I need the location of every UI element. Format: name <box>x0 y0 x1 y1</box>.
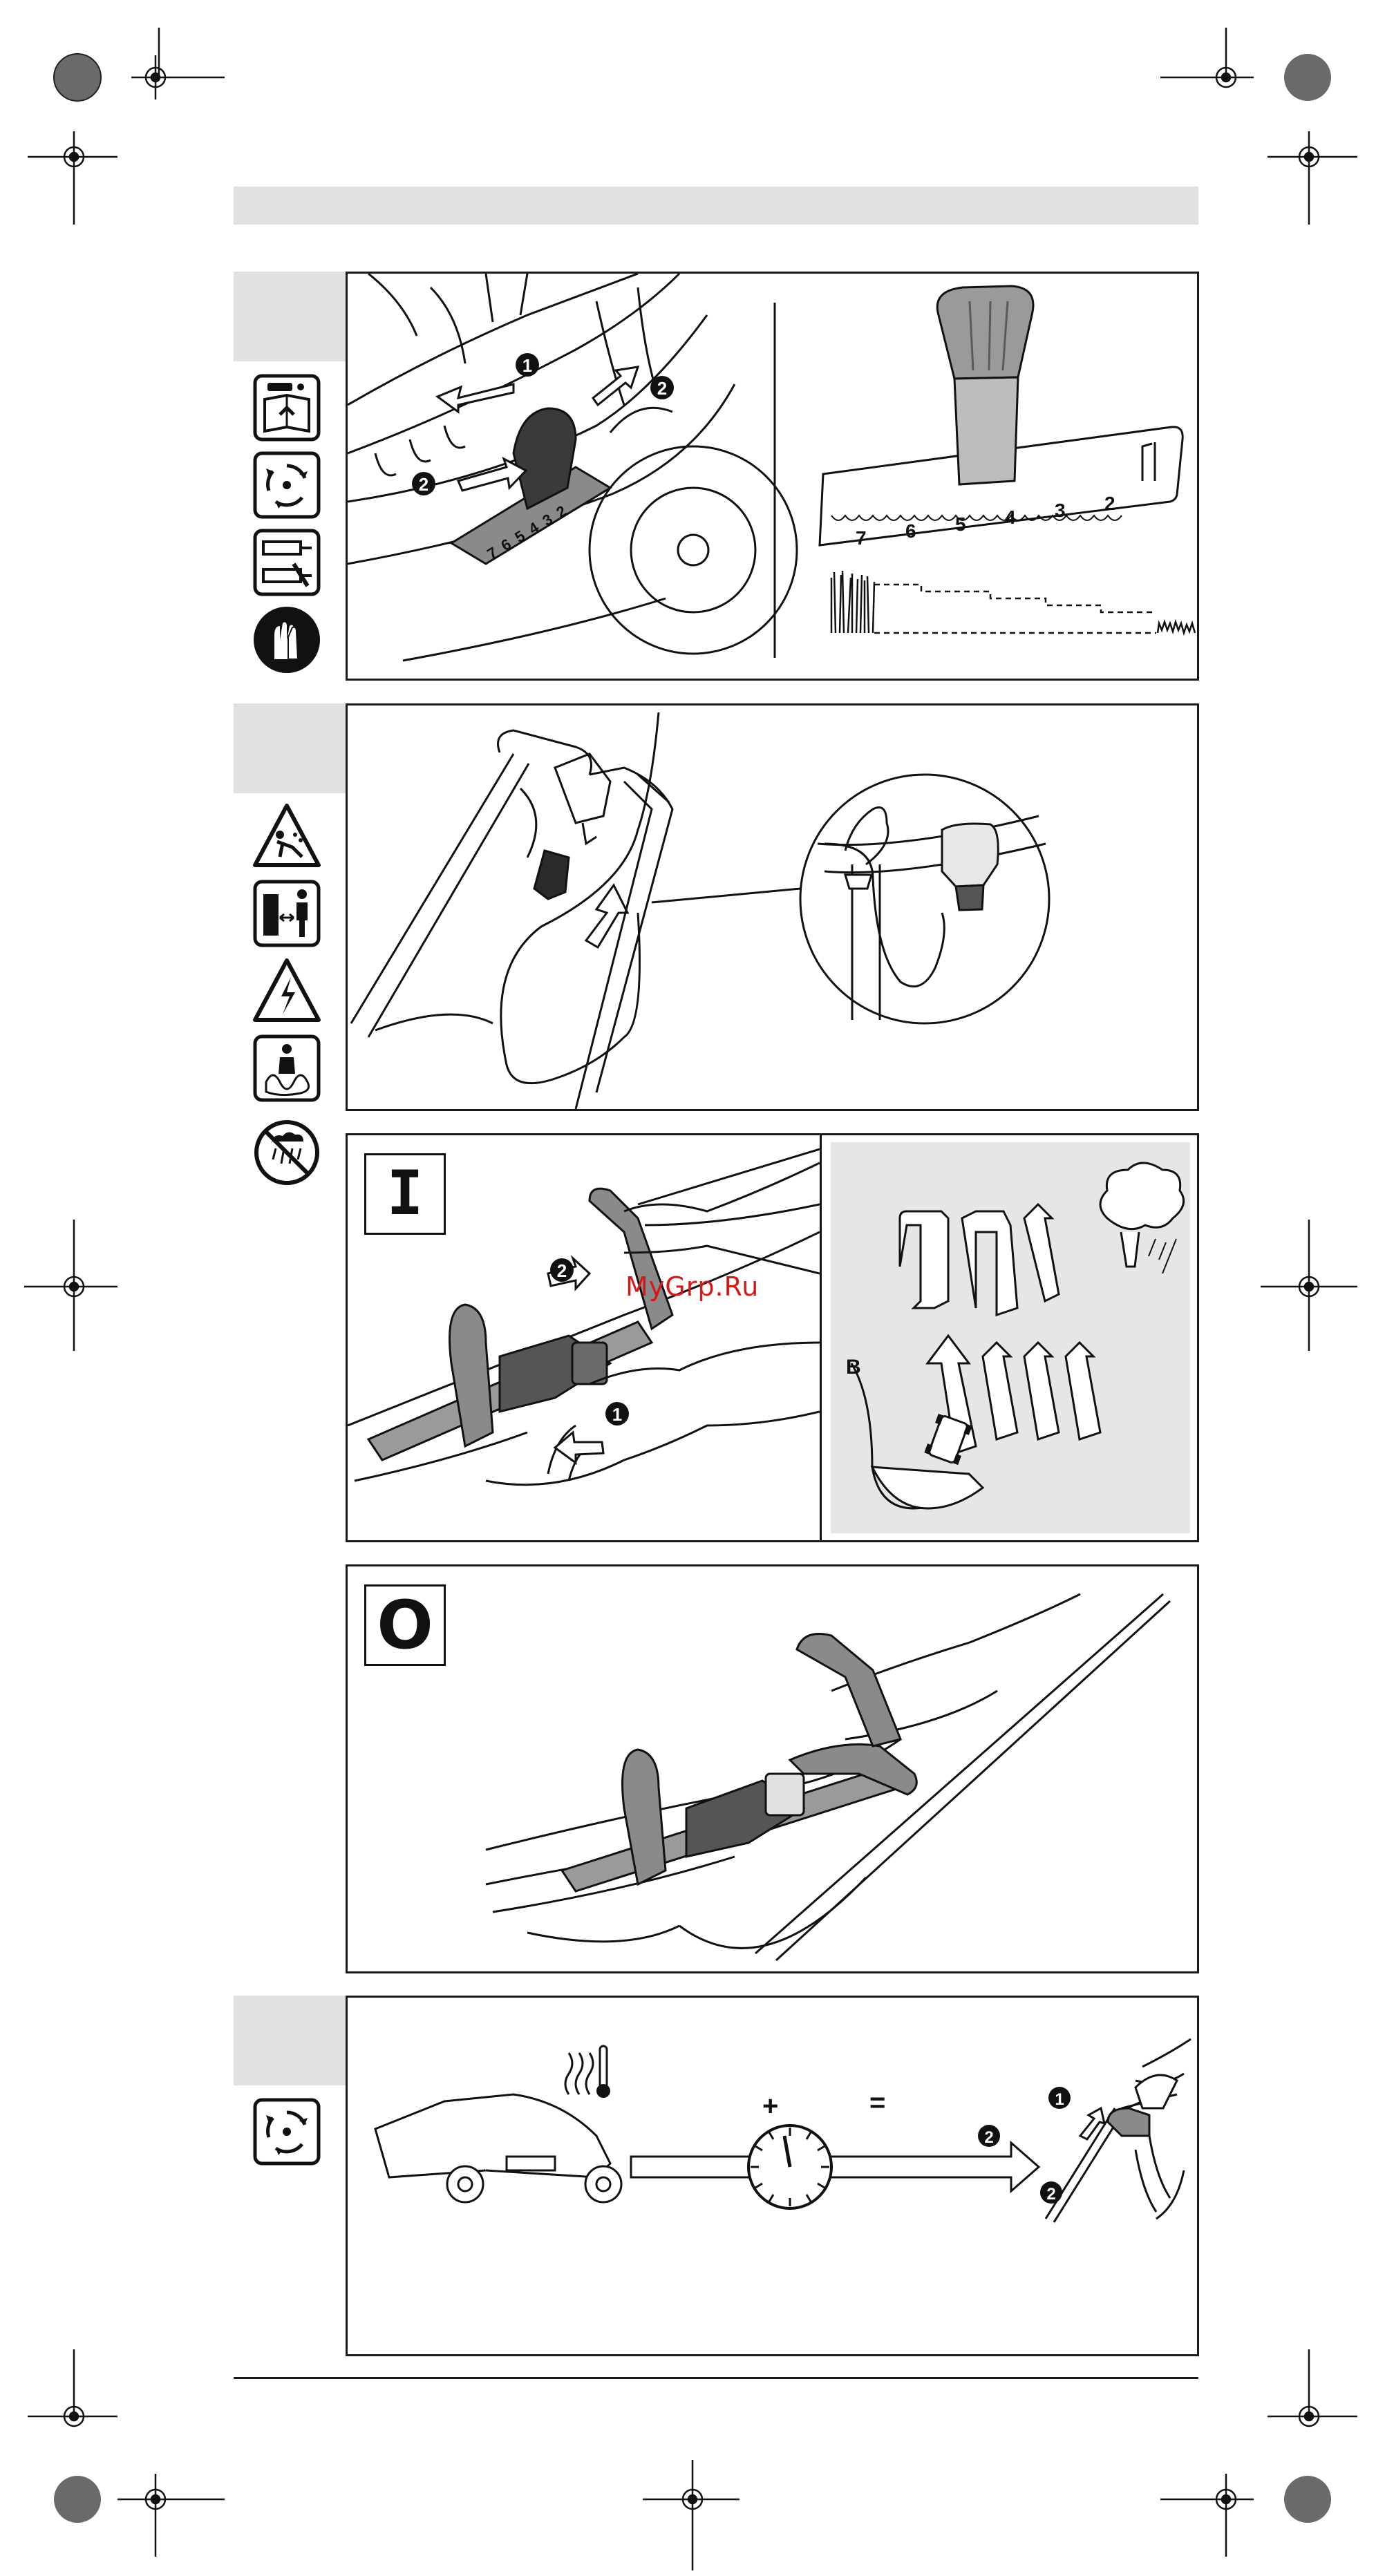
registration-mark-mid-left <box>21 1216 117 1354</box>
height-setting-number: 6 <box>905 520 916 542</box>
mowing-pattern-illustration: B <box>831 1135 1197 1540</box>
height-setting-number: 4 <box>1005 506 1016 528</box>
svg-text:2: 2 <box>419 474 428 495</box>
cable-entangle-icon <box>252 1034 321 1103</box>
callout-2: 2 <box>650 376 674 399</box>
equals-sign: = <box>869 2087 885 2118</box>
svg-text:2: 2 <box>557 1260 567 1281</box>
registration-mark-mid-right <box>1261 1216 1371 1354</box>
cable-connection-illustration <box>348 705 1197 1109</box>
header-bar <box>234 187 1198 225</box>
ejected-objects-warning-icon <box>252 802 321 871</box>
callout-1: 1 <box>1048 2087 1071 2109</box>
switch-off-handle-illustration <box>348 1566 1197 1971</box>
figure-switch-off: O <box>346 1564 1199 1973</box>
switch-on-handle-illustration: 2 1 <box>348 1135 820 1540</box>
watermark: MyGrp.Ru <box>625 1271 759 1302</box>
figure-cable-connection <box>346 703 1199 1111</box>
height-setting-number: 5 <box>955 513 966 535</box>
plus-sign: + <box>762 2091 778 2121</box>
callout-1: 1 <box>605 1402 629 1426</box>
section-tab-1 <box>234 272 346 361</box>
registration-mark-bottom-left <box>28 2349 235 2557</box>
no-rain-icon <box>252 1118 321 1187</box>
move-arrow <box>437 384 514 412</box>
cool-down-illustration: + = 1 2 2 <box>348 1998 1197 2354</box>
registration-mark-bottom-right <box>1150 2349 1357 2557</box>
electric-shock-icon <box>252 956 321 1025</box>
start-marker: B <box>846 1356 861 1379</box>
height-setting-number: 7 <box>856 527 867 549</box>
svg-text:1: 1 <box>1055 2090 1064 2109</box>
callout-2: 2 <box>550 1258 574 1282</box>
figure-switch-on: I 2 1 <box>346 1133 1199 1542</box>
svg-text:1: 1 <box>522 355 532 376</box>
section-tab-5 <box>234 1996 346 2085</box>
height-setting-number: 3 <box>1055 500 1066 521</box>
rotating-blade-icon <box>252 2097 321 2166</box>
wear-gloves-icon <box>252 605 321 674</box>
callout-2: 2 <box>978 2125 1000 2147</box>
figure-cool-down: + = 1 2 2 <box>346 1996 1199 2356</box>
rotating-blade-icon <box>252 451 321 520</box>
switch-off-unplug-icon <box>252 528 321 597</box>
svg-text:2: 2 <box>984 2128 993 2147</box>
svg-text:2: 2 <box>657 378 667 399</box>
panel-divider <box>820 1135 822 1540</box>
keep-distance-icon <box>252 879 321 948</box>
read-manual-icon <box>252 373 321 442</box>
callout-1: 1 <box>516 353 539 377</box>
height-setting-number: 2 <box>1104 493 1115 514</box>
svg-text:1: 1 <box>612 1404 622 1425</box>
callout-2-left: 2 <box>412 472 435 495</box>
registration-mark-top-right <box>1150 28 1357 235</box>
footer-rule <box>234 2377 1198 2379</box>
registration-mark-bottom-center <box>643 2460 739 2570</box>
registration-mark-top-left <box>28 28 235 235</box>
wait-arrow <box>631 2143 1039 2191</box>
section-tab-2 <box>234 703 346 793</box>
callout-2-lower: 2 <box>1040 2181 1062 2204</box>
svg-text:2: 2 <box>1046 2185 1055 2204</box>
